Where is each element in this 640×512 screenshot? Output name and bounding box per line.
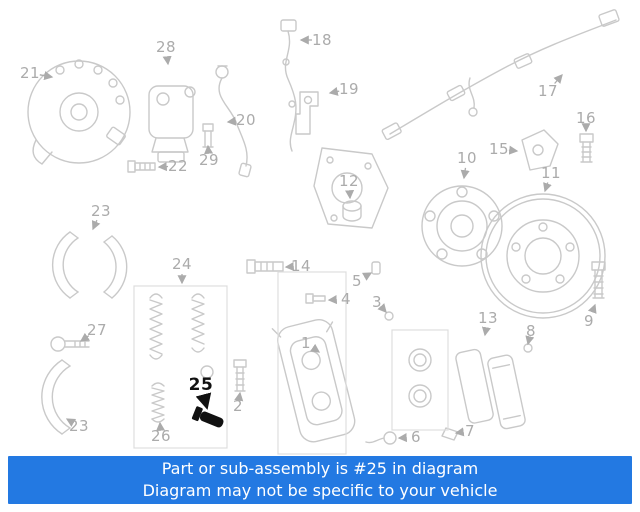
- small-bolts-shape: [305, 261, 394, 321]
- callout-arrow-22: [157, 162, 169, 172]
- callout-arrow-8: [525, 335, 535, 346]
- bracket-15-shape: [521, 129, 559, 171]
- part-label-5: 5: [351, 272, 363, 290]
- part-label-1: 1: [300, 334, 312, 352]
- callout-arrow-25: [195, 392, 212, 410]
- pads-shape: [455, 348, 526, 430]
- disc-shape: [480, 193, 606, 319]
- bolt-16-shape: [579, 133, 594, 163]
- harness-shape: [381, 9, 620, 141]
- seal-kit-shape: [408, 348, 432, 408]
- callout-arrow-5: [361, 272, 373, 281]
- spring-kit-group-box: [133, 285, 228, 449]
- part-label-8: 8: [525, 322, 537, 340]
- shoes-bottom-shape: [41, 359, 71, 435]
- part-label-29: 29: [198, 151, 220, 169]
- bolt-29-shape: [202, 123, 214, 148]
- part-label-20: 20: [235, 111, 257, 129]
- part-label-27: 27: [86, 321, 108, 339]
- callout-arrow-20: [226, 116, 237, 126]
- part-label-22: 22: [167, 157, 189, 175]
- callout-arrow-15: [508, 145, 519, 155]
- callout-arrow-19: [328, 86, 340, 96]
- bolt-22-shape: [127, 160, 156, 173]
- part-label-4: 4: [340, 290, 352, 308]
- bracket-19-shape: [295, 91, 319, 135]
- caliper-group-box: [277, 271, 347, 455]
- part-label-13: 13: [477, 309, 499, 327]
- part-label-28: 28: [155, 38, 177, 56]
- callout-arrow-3: [377, 303, 387, 313]
- part-label-3: 3: [371, 293, 383, 311]
- part-label-24: 24: [171, 255, 193, 273]
- caliper-shape: [271, 318, 356, 443]
- part-label-19: 19: [338, 80, 360, 98]
- part-label-11: 11: [540, 164, 562, 182]
- part-label-10: 10: [456, 149, 478, 167]
- callout-arrow-17: [553, 74, 563, 84]
- callout-arrow-21: [39, 71, 54, 81]
- info-banner: Part or sub-assembly is #25 in diagram D…: [8, 456, 632, 504]
- actuator-shape: [148, 85, 196, 163]
- part-label-16: 16: [575, 109, 597, 127]
- shoes-top-shape: [51, 231, 128, 299]
- callout-arrow-10: [460, 167, 470, 180]
- abs-sensor-shape: [280, 19, 297, 152]
- banner-text-line2: Diagram may not be specific to your vehi…: [142, 481, 498, 500]
- backing-plate-shape: [27, 59, 131, 165]
- callout-arrow-1: [309, 343, 321, 353]
- callout-arrow-2: [234, 391, 244, 402]
- part-label-23: 23: [90, 202, 112, 220]
- callout-arrow-11: [543, 182, 552, 193]
- callout-arrow-23: [91, 219, 101, 231]
- bolt-9-shape: [591, 261, 606, 299]
- part-label-26: 26: [150, 427, 172, 445]
- callout-arrow-7: [454, 427, 465, 437]
- clip-7-shape: [441, 427, 459, 441]
- callout-arrow-28: [162, 55, 172, 66]
- adjuster-shape: [50, 336, 90, 352]
- shield-12-shape: [313, 147, 389, 229]
- bolt-2-shape: [233, 359, 247, 392]
- part-label-2: 2: [232, 397, 244, 415]
- bolt-14-shape: [246, 259, 284, 274]
- part-8-shape: [523, 343, 533, 353]
- hub-shape: [421, 185, 503, 267]
- part-label-25: 25: [188, 375, 214, 395]
- callout-arrow-27: [79, 332, 91, 342]
- part-label-14: 14: [290, 257, 312, 275]
- part-label-17: 17: [537, 82, 559, 100]
- part-label-9: 9: [583, 312, 595, 330]
- highlighted-part-25: [191, 406, 224, 428]
- part-label-15: 15: [488, 140, 510, 158]
- part-label-23: 23: [68, 417, 90, 435]
- part-label-12: 12: [338, 172, 360, 190]
- seal-kit-group-box: [391, 329, 449, 431]
- callout-arrow-23: [65, 418, 77, 427]
- part-label-18: 18: [311, 31, 333, 49]
- part-label-6: 6: [410, 428, 422, 446]
- hose-shape: [215, 65, 252, 178]
- callout-arrow-9: [587, 303, 597, 314]
- part-label-7: 7: [464, 422, 476, 440]
- banner-text-line1: Part or sub-assembly is #25 in diagram: [161, 458, 479, 478]
- sensor-6-shape: [365, 431, 397, 445]
- spring-kit-shape: [149, 293, 214, 423]
- part-label-21: 21: [19, 64, 41, 82]
- callout-arrow-13: [481, 326, 491, 337]
